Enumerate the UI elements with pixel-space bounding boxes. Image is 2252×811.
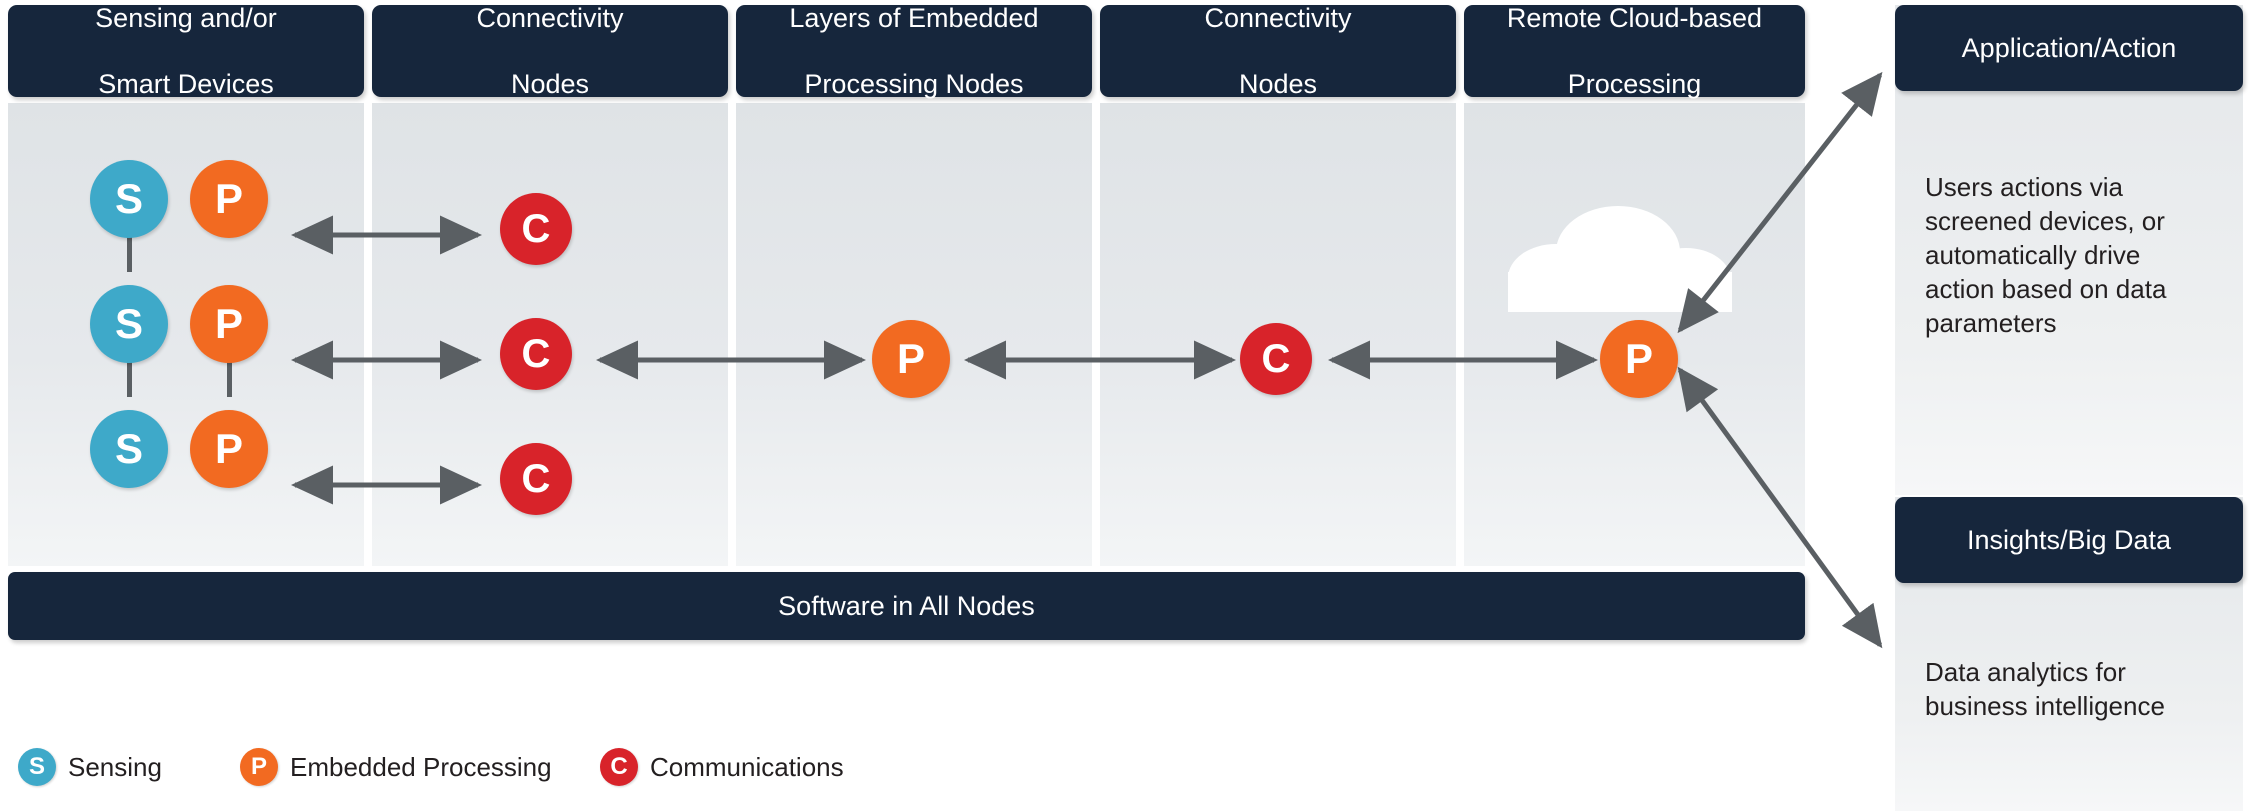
panel-header-insights-big-data: Insights/Big Data xyxy=(1895,497,2243,583)
column-header-connectivity-2: Connectivity Nodes xyxy=(1100,2,1456,99)
node-cloud-processing[interactable]: P xyxy=(1600,320,1678,398)
legend-embedded-processing-icon: P xyxy=(240,748,278,786)
node-sensing-2-letter: S xyxy=(114,300,143,347)
node-processing-1-letter: P xyxy=(214,175,243,222)
node-processing-2[interactable]: P xyxy=(190,285,268,363)
node-communications-2[interactable]: C xyxy=(500,318,572,390)
panel-body-application-action: Users actions via screened devices, or a… xyxy=(1925,172,2167,338)
node-sensing-3[interactable]: S xyxy=(90,410,168,488)
node-processing-1[interactable]: P xyxy=(190,160,268,238)
node-processing-3-letter: P xyxy=(214,425,243,472)
node-cloud-processing-letter: P xyxy=(1624,335,1653,382)
legend-item-sensing: S Sensing xyxy=(18,748,162,786)
software-in-all-nodes-bar: Software in All Nodes xyxy=(8,572,1805,640)
node-embedded-processing-mid[interactable]: P xyxy=(872,320,950,398)
column-header-embedded: Layers of Embedded Processing Nodes xyxy=(736,2,1092,99)
node-sensing-3-letter: S xyxy=(114,425,143,472)
legend-item-embedded-processing: P Embedded Processing xyxy=(240,748,552,786)
node-embedded-processing-mid-letter: P xyxy=(896,335,925,382)
node-processing-2-letter: P xyxy=(214,300,243,347)
column-header-cloud: Remote Cloud-based Processing xyxy=(1464,2,1805,99)
panel-header-insights-big-data-label: Insights/Big Data xyxy=(1966,524,2172,555)
node-processing-3[interactable]: P xyxy=(190,410,268,488)
legend-communications-letter: C xyxy=(610,753,628,780)
column-header-connectivity-1-line1: Connectivity xyxy=(476,2,624,33)
legend-sensing-icon: S xyxy=(18,748,56,786)
legend-item-communications: C Communications xyxy=(600,748,844,786)
legend-communications-label: Communications xyxy=(650,751,844,782)
column-header-embedded-line2: Processing Nodes xyxy=(804,68,1024,99)
legend-embedded-processing-letter: P xyxy=(250,753,267,780)
node-sensing-2[interactable]: S xyxy=(90,285,168,363)
node-sensing-1[interactable]: S xyxy=(90,160,168,238)
column-header-cloud-line2: Processing xyxy=(1567,68,1702,99)
column-header-sensing-line2: Smart Devices xyxy=(98,68,274,99)
column-header-cloud-line1: Remote Cloud-based xyxy=(1506,2,1763,33)
node-sensing-1-letter: S xyxy=(114,175,143,222)
node-communications-2-letter: C xyxy=(521,331,551,376)
legend-embedded-processing-label: Embedded Processing xyxy=(290,751,552,782)
node-communications-mid[interactable]: C xyxy=(1240,323,1312,395)
node-communications-3[interactable]: C xyxy=(500,443,572,515)
legend-sensing-letter: S xyxy=(28,753,45,780)
column-header-connectivity-1: Connectivity Nodes xyxy=(372,2,728,99)
legend-communications-icon: C xyxy=(600,748,638,786)
column-header-sensing-line1: Sensing and/or xyxy=(95,2,277,33)
column-header-connectivity-1-line2: Nodes xyxy=(510,68,590,99)
column-header-sensing: Sensing and/or Smart Devices xyxy=(8,2,364,99)
software-in-all-nodes-label: Software in All Nodes xyxy=(778,590,1035,621)
legend-sensing-label: Sensing xyxy=(68,751,162,782)
node-communications-1[interactable]: C xyxy=(500,193,572,265)
node-communications-1-letter: C xyxy=(521,206,551,251)
node-communications-mid-letter: C xyxy=(1261,336,1291,381)
lane-panel-sensing xyxy=(8,103,364,566)
column-header-connectivity-2-line1: Connectivity xyxy=(1204,2,1352,33)
panel-body-insights-big-data: Data analytics for business intelligence xyxy=(1925,657,2165,721)
column-header-connectivity-2-line2: Nodes xyxy=(1238,68,1318,99)
panel-header-application-action: Application/Action xyxy=(1895,5,2243,91)
node-communications-3-letter: C xyxy=(521,456,551,501)
column-header-embedded-line1: Layers of Embedded xyxy=(789,2,1039,33)
panel-header-application-action-label: Application/Action xyxy=(1961,32,2177,63)
